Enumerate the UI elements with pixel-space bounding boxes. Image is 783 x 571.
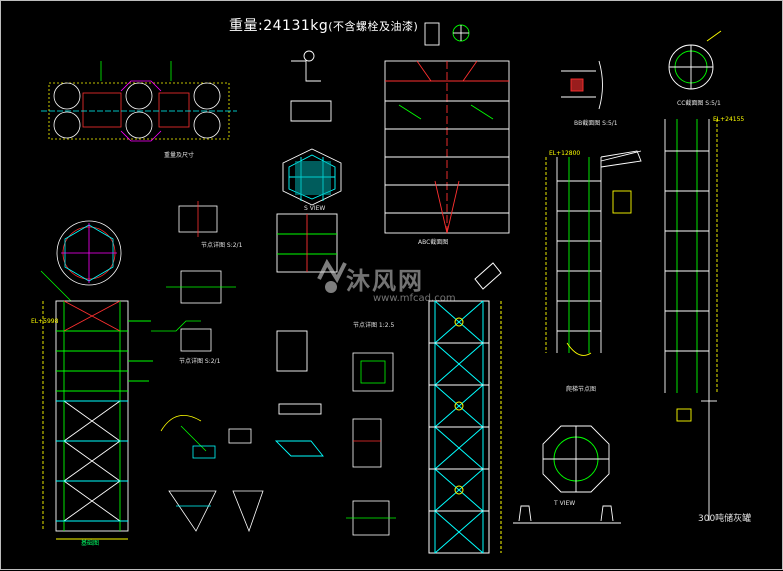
watermark-brand: 沐风网 <box>346 267 424 295</box>
ladder-cage-elevation <box>545 150 642 356</box>
label-elev-2: EL+12800 <box>549 150 581 157</box>
center-truss-tower <box>428 262 502 554</box>
label-section-b: CC截面图 S:5/1 <box>677 100 721 107</box>
label-detail-s2: 节点详图 S:2/1 <box>201 242 243 249</box>
label-elev-3: EL+24155 <box>713 116 745 123</box>
hexagon-section <box>274 50 342 457</box>
detail-group-col2 <box>151 201 264 533</box>
top-plan-view <box>41 61 237 142</box>
watermark-url: www.mfcad.com <box>373 293 456 304</box>
label-base-elev: 基础图 <box>81 540 100 547</box>
label-detail-s2b: 节点详图 S:2/1 <box>179 358 221 365</box>
weight-value: 24131kg <box>263 18 329 34</box>
funnel-section <box>384 22 510 234</box>
model-tag: 300吨储灰罐 <box>698 514 752 524</box>
tower-top-ring <box>40 220 122 302</box>
right-ring-plan <box>668 30 722 90</box>
label-elev-1: EL+5998 <box>31 318 59 325</box>
label-ladder: 爬梯节点图 <box>566 386 597 393</box>
t-view-octagon <box>513 425 621 524</box>
label-t-view: T VIEW <box>554 500 576 507</box>
weight-note: (不含螺栓及油漆) <box>328 20 419 33</box>
tower-elevation-left <box>42 300 153 540</box>
label-view: S VIEW <box>304 205 326 212</box>
detail-group-col4 <box>346 352 396 536</box>
label-detail-c4: 节点详图 1:2.5 <box>353 322 395 329</box>
label-funnel: ABC截面图 <box>418 239 449 246</box>
weight-title: 重量:24131kg(不含螺栓及油漆) <box>229 19 418 33</box>
watermark-logo <box>317 258 347 293</box>
pipe-section-detail <box>561 60 603 110</box>
weight-label: 重量: <box>229 18 264 34</box>
label-section-a: BB截面图 S:5/1 <box>574 120 618 127</box>
right-ladder-elevation <box>664 119 718 521</box>
label-plan-scale: 重量及尺寸 <box>164 152 195 159</box>
